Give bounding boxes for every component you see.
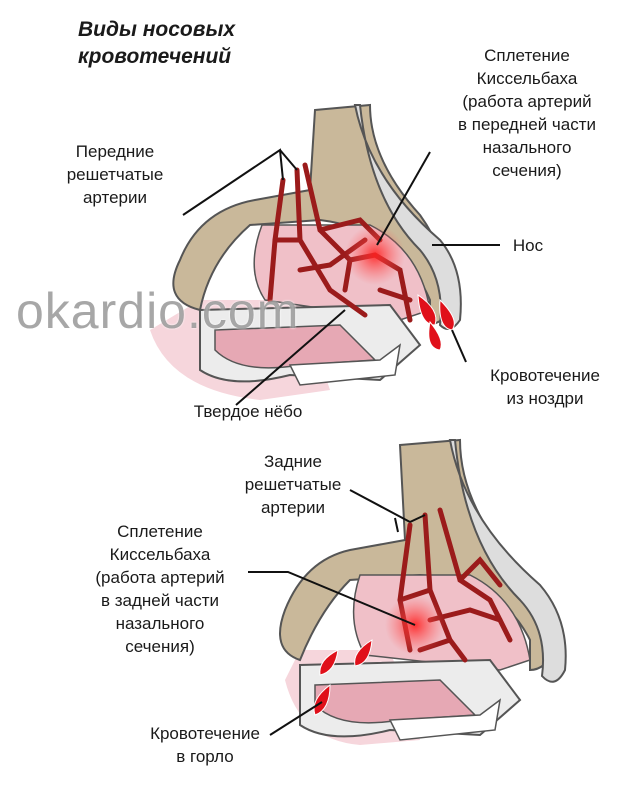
top-teeth: [288, 343, 402, 386]
top-vessels: [267, 162, 413, 323]
top-arteries-label: Передние решетчатые артерии: [67, 140, 164, 209]
top-nose-section: [150, 103, 500, 406]
nostril-bleeding-label: Кровотечение из ноздри: [490, 364, 600, 410]
title-line: Виды носовых: [78, 18, 236, 41]
page-title: Виды носовых кровотечений: [78, 16, 235, 70]
label-line: назального: [115, 614, 205, 633]
bottom-plexus-label: Сплетение Киссельбаха (работа артерий в …: [95, 520, 224, 658]
label-line: артерии: [82, 188, 148, 207]
label-line: (работа артерий: [462, 92, 592, 111]
label-line: сечения): [125, 637, 195, 656]
throat-bleeding-label: Кровотечение в горло: [150, 722, 260, 768]
nose-label: Нос: [512, 236, 544, 255]
label-line: Кровотечение: [490, 366, 600, 385]
label-line: Сплетение: [117, 522, 203, 541]
label-line: артерии: [260, 498, 326, 517]
bottom-arteries-label: Задние решетчатые артерии: [245, 450, 342, 519]
label-line: Киссельбаха: [476, 69, 578, 88]
label-line: в задней части: [100, 591, 220, 610]
watermark: okardio.com: [16, 283, 300, 339]
label-line: Сплетение: [484, 46, 570, 65]
bottom-blood-drops: [313, 639, 373, 716]
top-plexus-label: Сплетение Киссельбаха (работа артерий в …: [458, 44, 596, 182]
label-line: Задние: [264, 452, 322, 471]
label-line: (работа артерий: [95, 568, 225, 587]
label-line: Киссельбаха: [109, 545, 211, 564]
label-line: назального: [482, 138, 572, 157]
top-leader-lines: [182, 148, 500, 406]
hard-palate-label: Твердое нёбо: [193, 402, 303, 421]
label-line: сечения): [492, 161, 562, 180]
title-line: кровотечений: [78, 45, 232, 68]
label-line: решетчатые: [66, 165, 164, 184]
bottom-leader-lines: [248, 489, 426, 736]
label-line: решетчатые: [244, 475, 342, 494]
label-line: в горло: [176, 747, 234, 766]
bottom-nose-section: [248, 438, 567, 745]
bottom-nose-cartilage: [448, 439, 567, 683]
label-line: в передней части: [457, 115, 597, 134]
top-blood-drops: [417, 294, 455, 351]
top-plexus-glow: [345, 225, 405, 285]
label-line: Кровотечение: [150, 724, 260, 743]
bottom-teeth: [388, 698, 502, 741]
label-line: из ноздри: [506, 389, 584, 408]
label-line: Передние: [75, 142, 155, 161]
